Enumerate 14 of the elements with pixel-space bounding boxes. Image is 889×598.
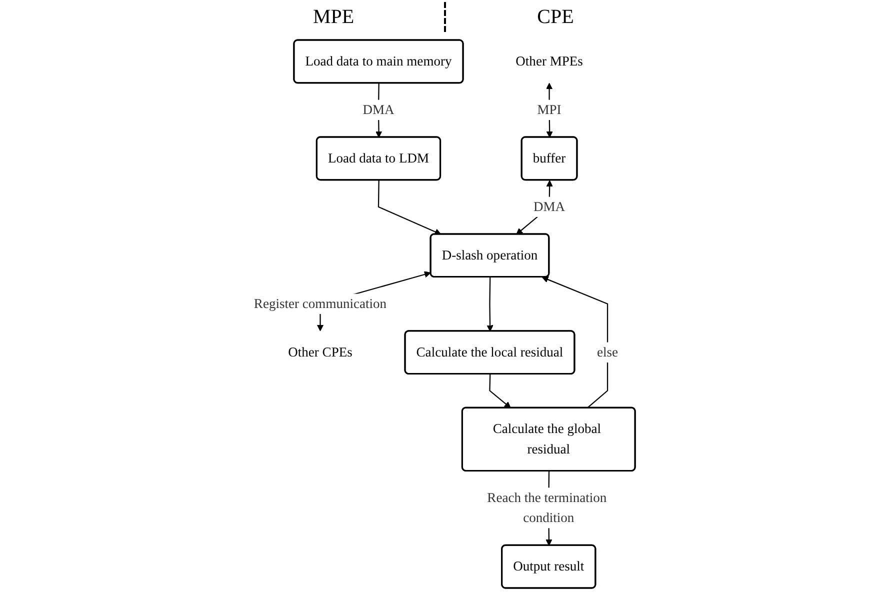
arrow (542, 276, 608, 408)
edge-label: DMA (533, 198, 566, 214)
edge-label: Register communication (254, 296, 387, 311)
column-header: MPE (312, 6, 356, 28)
node-text: Other MPEs (516, 54, 583, 69)
edge-label: DMA (362, 102, 394, 118)
arrow (489, 374, 511, 408)
arrow (486, 277, 494, 332)
node-text: Other CPEs (288, 344, 352, 360)
edge-label: Reach the termination condition (487, 490, 607, 526)
edge-label: else (597, 344, 618, 360)
arrow (378, 180, 442, 235)
column-header: CPE (536, 6, 575, 28)
edge-label: MPI (537, 102, 562, 118)
